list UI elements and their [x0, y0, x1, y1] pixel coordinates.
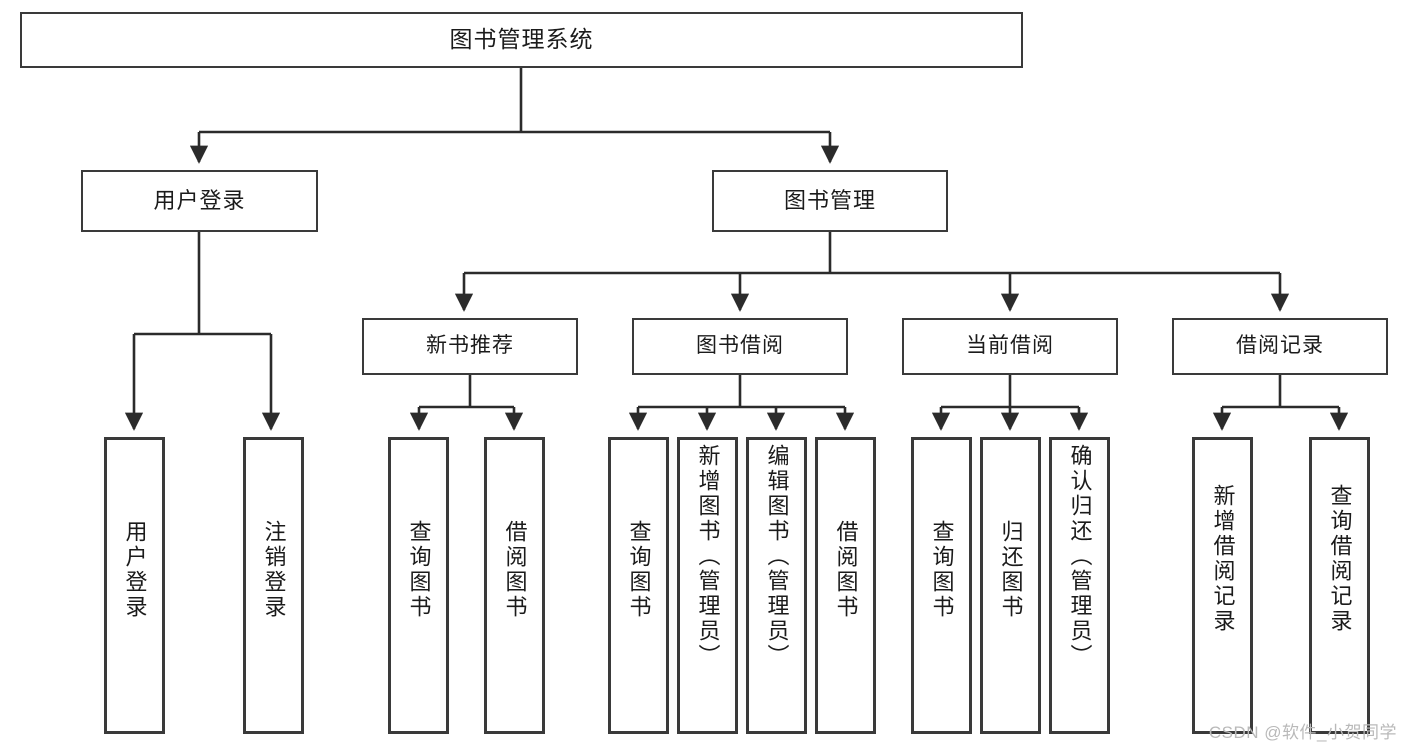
node-label: 借阅图书 [502, 520, 528, 620]
leaf-borrow-record-query[interactable]: 查询借阅记录 [1309, 437, 1370, 734]
leaf-book-borrow-borrow[interactable]: 借阅图书 [815, 437, 876, 734]
node-new-book-recommend[interactable]: 新书推荐 [362, 318, 578, 375]
node-label: 借阅记录 [1236, 334, 1324, 358]
node-borrow-record[interactable]: 借阅记录 [1172, 318, 1388, 375]
node-label: 确认归还（管理员） [1067, 444, 1093, 669]
node-label: 新增图书（管理员） [695, 444, 721, 669]
node-label: 借阅图书 [833, 520, 859, 620]
node-label: 图书管理系统 [449, 26, 594, 53]
node-label: 新书推荐 [426, 334, 514, 358]
node-label: 新增借阅记录 [1210, 484, 1236, 634]
node-label: 查询图书 [626, 520, 652, 620]
node-label: 用户登录 [153, 188, 246, 214]
node-label: 图书借阅 [696, 334, 784, 358]
node-label: 归还图书 [998, 520, 1024, 620]
node-label: 查询图书 [929, 520, 955, 620]
node-label: 编辑图书（管理员） [764, 444, 790, 669]
node-current-borrow[interactable]: 当前借阅 [902, 318, 1118, 375]
leaf-book-borrow-edit[interactable]: 编辑图书（管理员） [746, 437, 807, 734]
node-label: 查询借阅记录 [1327, 484, 1353, 634]
leaf-current-borrow-query[interactable]: 查询图书 [911, 437, 972, 734]
leaf-new-book-borrow[interactable]: 借阅图书 [484, 437, 545, 734]
node-label: 当前借阅 [966, 334, 1054, 358]
node-book-management[interactable]: 图书管理 [712, 170, 948, 232]
leaf-borrow-record-add[interactable]: 新增借阅记录 [1192, 437, 1253, 734]
leaf-user-login-login[interactable]: 用户登录 [104, 437, 165, 734]
leaf-new-book-query[interactable]: 查询图书 [388, 437, 449, 734]
leaf-user-login-logout[interactable]: 注销登录 [243, 437, 304, 734]
leaf-current-borrow-confirm-return[interactable]: 确认归还（管理员） [1049, 437, 1110, 734]
node-user-login[interactable]: 用户登录 [81, 170, 318, 232]
node-label: 用户登录 [122, 520, 148, 620]
node-label: 查询图书 [406, 520, 432, 620]
leaf-current-borrow-return[interactable]: 归还图书 [980, 437, 1041, 734]
node-label: 注销登录 [261, 520, 287, 620]
node-book-borrow[interactable]: 图书借阅 [632, 318, 848, 375]
leaf-book-borrow-query[interactable]: 查询图书 [608, 437, 669, 734]
node-root-system[interactable]: 图书管理系统 [20, 12, 1023, 68]
node-label: 图书管理 [783, 188, 876, 214]
leaf-book-borrow-add[interactable]: 新增图书（管理员） [677, 437, 738, 734]
